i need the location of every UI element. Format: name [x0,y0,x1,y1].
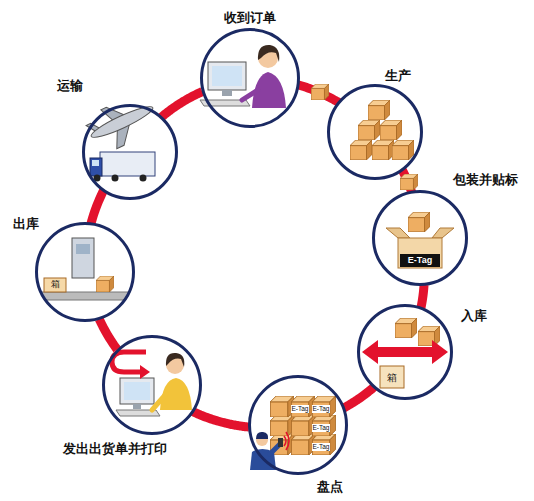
outbound-conveyor [44,278,66,292]
order-clerk [212,66,242,86]
truck [92,160,99,166]
scanner-worker [250,432,289,470]
order-clerk [200,45,286,108]
order-clerk [208,62,246,90]
airplane [83,90,162,157]
inventory-boxes [312,396,335,417]
circle-ground [36,223,134,321]
ring-box [400,174,418,190]
circle-ground [249,376,347,474]
step-label: 出库 [13,216,39,232]
inventory-boxes [270,434,293,455]
dispatch-clerk [124,382,150,400]
box-mark: 箱 [386,372,398,383]
inventory-boxes [270,415,293,436]
order-clerk [258,45,279,62]
order-clerk [222,90,232,96]
tag-label: E-Tag [407,256,433,266]
outbound-conveyor [40,238,130,300]
truck [112,175,119,182]
ring-segment [99,319,117,349]
step-label: 运输 [57,78,83,94]
circle-ground [373,191,467,285]
inventory-boxes [270,396,335,455]
warehouse-in [362,318,448,388]
warehouse-in [362,340,448,364]
warehouse-in [380,366,404,388]
ring-segment [343,387,374,409]
step-label: 收到订单 [224,10,276,26]
tag-label: E-Tag [312,405,331,412]
ring-segment [421,285,424,308]
scanner-worker [286,432,289,450]
truck [90,158,102,176]
circle-ground [358,305,452,399]
circle-ground [36,29,467,474]
circle-ground [328,85,422,179]
airplane [89,102,156,142]
tag-label: E-Tag [312,443,331,450]
production-boxes [392,140,414,160]
outbound-conveyor [72,238,94,278]
process-circle: 包装并贴标 [372,190,468,286]
process-circle: 生产 [327,84,423,180]
scanner-worker [256,432,268,439]
truck [100,152,155,176]
outbound-conveyor [40,292,130,300]
dispatch-clerk [133,404,141,409]
step-label: 入库 [461,308,487,324]
packing-box [400,254,440,267]
dispatch-clerk [112,352,192,416]
scanner-worker [278,438,283,447]
process-circle: 盘点 [248,375,348,475]
process-circle: 收到订单 [200,28,300,128]
warehouse-in [395,318,417,338]
inventory-boxes [312,415,335,436]
step-label: 包装并贴标 [453,172,518,188]
circle-ground [201,29,299,127]
truck [140,175,147,182]
production-boxes [350,100,414,160]
packing-box [386,228,410,238]
packing-box [386,212,454,268]
step-label: 发出出货单并打印 [63,441,167,457]
outbound-conveyor [96,276,114,292]
ring-box [311,84,329,100]
production-boxes [350,140,372,160]
tag-label: E-Tag [291,405,310,412]
box-mark: 箱 [50,280,61,290]
production-boxes [372,140,394,160]
circle-ground [103,336,201,434]
dispatch-clerk [166,353,184,367]
dispatch-clerk [120,378,154,404]
outbound-conveyor [76,244,90,254]
step-label: 生产 [385,68,411,84]
production-boxes [380,120,402,140]
dispatch-clerk [152,394,166,410]
tag-label: E-Tag [312,424,331,431]
inventory-boxes [312,434,335,455]
process-circle: 入库 [357,304,453,400]
order-clerk [242,90,258,100]
packing-box [432,228,454,238]
step-label: 盘点 [317,479,343,495]
truck [90,152,155,182]
warehouse-in [418,326,440,346]
production-boxes [358,120,380,140]
truck [94,175,101,182]
production-boxes [368,100,390,120]
ring-segment [193,412,249,427]
ring-segment [161,92,202,118]
process-circle: 发出出货单并打印 [102,335,202,435]
scanner-worker [284,436,286,446]
dispatch-clerk [140,365,150,379]
packing-box [398,238,442,268]
process-circle: 运输 [82,104,178,200]
process-circle: 出库 [35,222,135,322]
ring-segment [91,190,104,224]
ring-segment [298,85,340,103]
packing-box [408,212,430,232]
